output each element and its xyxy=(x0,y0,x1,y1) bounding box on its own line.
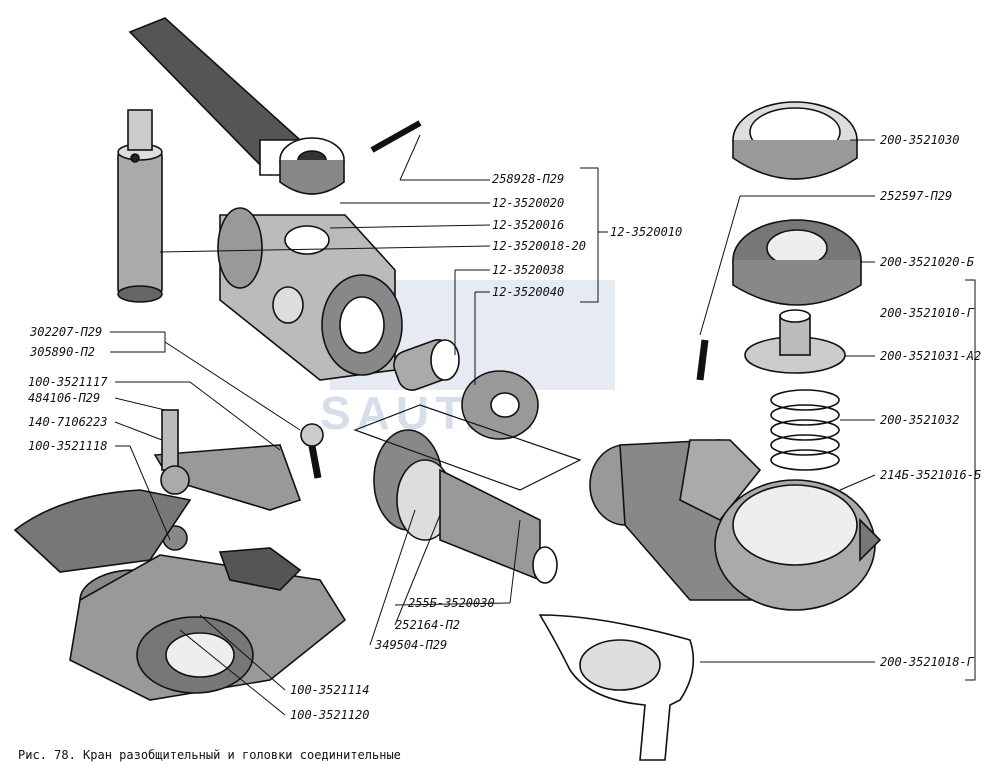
label-255b-3520030: 255Б-3520030 xyxy=(408,596,495,610)
label-100-3521114: 100-3521114 xyxy=(290,683,370,697)
label-100-3521120: 100-3521120 xyxy=(290,708,370,722)
label-12-3520010: 12-3520010 xyxy=(610,225,683,239)
label-100-3521117: 100-3521117 xyxy=(28,375,108,389)
label-200-3521020-b: 200-3521020-Б xyxy=(880,255,974,269)
label-214b-3521016-b: 214Б-3521016-Б xyxy=(880,468,982,482)
label-349504-p29: 349504-П29 xyxy=(375,638,448,652)
label-100-3521118: 100-3521118 xyxy=(28,439,108,453)
valve-disc xyxy=(744,309,846,374)
cover-plate xyxy=(538,614,695,761)
label-140-7106223: 140-7106223 xyxy=(28,415,108,429)
label-12-3520018-20: 12-3520018-20 xyxy=(492,239,586,253)
hex-nut xyxy=(461,370,539,440)
label-12-3520020: 12-3520020 xyxy=(492,196,565,210)
label-252164-p2: 252164-П2 xyxy=(395,618,461,632)
latch-lever xyxy=(153,409,302,551)
split-ring xyxy=(732,101,858,180)
label-252597-p29: 252597-П29 xyxy=(880,189,953,203)
spring xyxy=(770,389,840,471)
label-302207-p29: 302207-П29 xyxy=(30,325,103,339)
valve-body xyxy=(217,207,403,381)
label-12-3520038: 12-3520038 xyxy=(492,263,565,277)
label-12-3520040: 12-3520040 xyxy=(492,285,565,299)
label-12-3520016: 12-3520016 xyxy=(492,218,565,232)
screw xyxy=(300,423,324,479)
coupling-head-right xyxy=(589,439,882,611)
label-200-3521030: 200-3521030 xyxy=(880,133,960,147)
label-305890-p2: 305890-П2 xyxy=(30,345,96,359)
figure-caption: Рис. 78. Кран разобщительный и головки с… xyxy=(18,748,401,762)
label-200-3521032: 200-3521032 xyxy=(880,413,960,427)
label-200-3521018-g: 200-3521018-Г xyxy=(880,655,974,669)
label-484106-p29: 484106-П29 xyxy=(28,391,101,405)
handle-ring xyxy=(279,137,345,195)
valve-stem xyxy=(117,109,163,303)
rubber-seal xyxy=(732,219,862,306)
label-200-3521010-g: 200-3521010-Г xyxy=(880,306,974,320)
seal-cylinder xyxy=(393,339,460,391)
label-258928-p29: 258928-П29 xyxy=(492,172,565,186)
coupling-head-left xyxy=(13,489,347,701)
threaded-fitting xyxy=(373,429,558,584)
label-200-3521031-a2: 200-3521031-А2 xyxy=(880,349,982,363)
